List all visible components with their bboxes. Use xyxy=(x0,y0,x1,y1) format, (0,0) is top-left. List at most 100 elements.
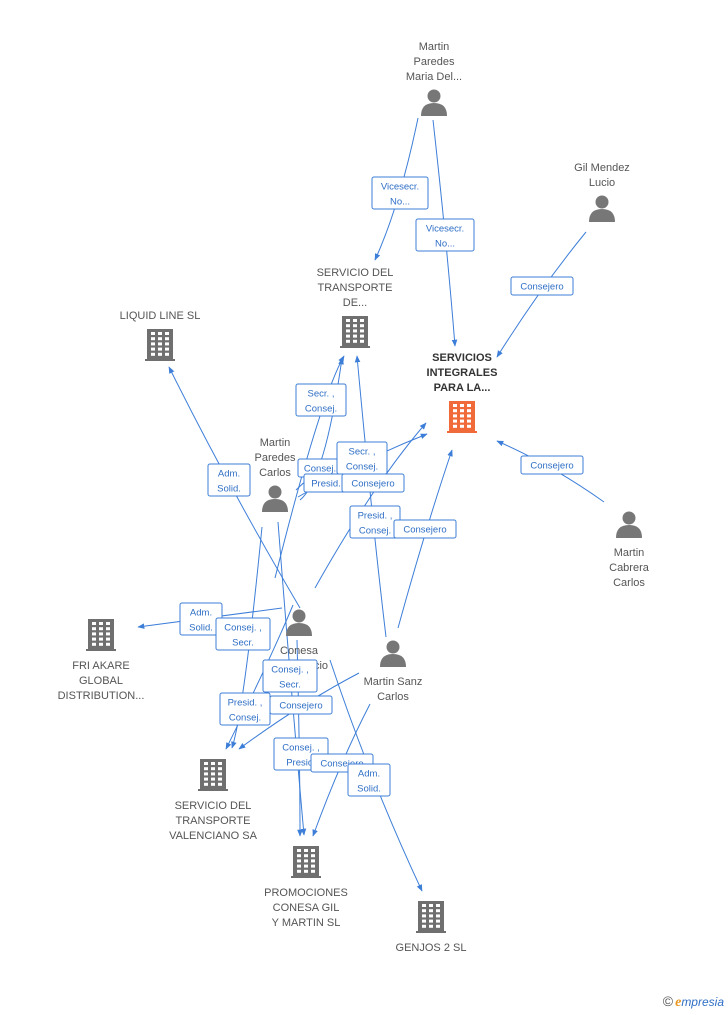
brand-logo-text: mpresia xyxy=(681,995,724,1009)
edge-label-text: Secr. xyxy=(232,638,254,649)
edge-label[interactable]: Consej. , Secr. xyxy=(262,659,318,693)
edge-label-box xyxy=(393,519,457,539)
node-label: Y MARTIN SL xyxy=(272,917,341,929)
edge-label-text: Secr. , xyxy=(349,447,376,458)
building-icon xyxy=(340,316,370,348)
company-node[interactable]: SERVICIO DELTRANSPORTEDE... xyxy=(317,267,394,348)
edge-label-box xyxy=(295,383,347,417)
edge-label-box xyxy=(371,176,429,210)
edge-label[interactable]: Presid. , Consej. xyxy=(349,505,401,539)
edge-label-text: Adm. xyxy=(190,608,212,619)
building-icon xyxy=(447,401,477,433)
node-label: Gil Mendez xyxy=(574,162,630,174)
edge-label-text: Solid. xyxy=(357,784,381,795)
node-label: PROMOCIONES xyxy=(264,887,348,899)
node-label: SERVICIOS xyxy=(432,352,492,364)
edge-label-text: Consejero xyxy=(530,461,573,472)
edge-label-box xyxy=(415,218,475,252)
edge-label[interactable]: Vicesecr. No... xyxy=(415,218,475,252)
edge-line xyxy=(354,355,387,638)
edge-line xyxy=(274,355,345,579)
edge-label-text: No... xyxy=(435,239,455,250)
node-label: INTEGRALES xyxy=(427,367,498,379)
edge-label-text: Secr. xyxy=(279,680,301,691)
brand-logo-e: e xyxy=(675,995,682,1010)
edge-label-text: Adm. xyxy=(218,469,240,480)
edge-label-text: Consejero xyxy=(403,525,446,536)
edge-label[interactable]: Consejero xyxy=(341,473,405,493)
node-label: FRI AKARE xyxy=(72,660,129,672)
edge-label-text: Consej. xyxy=(229,713,261,724)
company-node[interactable]: FRI AKARE GLOBAL DISTRIBUTION... xyxy=(58,619,145,702)
company-node[interactable]: SERVICIOS INTEGRALES PARA LA... xyxy=(427,352,498,433)
person-icon xyxy=(589,195,615,222)
node-label: Carlos xyxy=(613,577,645,589)
node-label: Conesa xyxy=(280,645,319,657)
person-icon xyxy=(286,609,312,636)
edge-label-text: Solid. xyxy=(189,623,213,634)
node-label: GLOBAL xyxy=(79,675,123,687)
edge-label-text: Consejero xyxy=(320,759,363,770)
node-label: Martin Sanz xyxy=(364,676,423,688)
edge-label-text: Consejero xyxy=(520,282,563,293)
edge-label[interactable]: Adm. Solid. xyxy=(207,463,251,497)
edge-label-text: Vicesecr. xyxy=(426,224,464,235)
edge-label[interactable]: Consejero xyxy=(520,455,584,475)
person-icon xyxy=(421,89,447,116)
edge-label[interactable]: Consej. ,Secr. xyxy=(215,617,271,651)
edge-label-text: Vicesecr. xyxy=(381,182,419,193)
edge-label-text: Secr. , xyxy=(308,389,335,400)
node-label: Carlos xyxy=(377,691,409,703)
edge-label-text: Consejero xyxy=(351,479,394,490)
building-icon xyxy=(145,329,175,361)
node-label: Paredes xyxy=(414,56,455,68)
edge-label-text: Solid. xyxy=(217,484,241,495)
node-label: Maria Del... xyxy=(406,71,462,83)
node-label: TRANSPORTE xyxy=(318,282,393,294)
edge-label[interactable]: Vicesecr.No... xyxy=(371,176,429,210)
node-label: PARA LA... xyxy=(434,382,491,394)
edge-label-text: Presid. , xyxy=(358,511,393,522)
edge-label[interactable]: Presid. xyxy=(303,473,349,493)
person-icon xyxy=(380,640,406,667)
edge-label-text: Consej. , xyxy=(282,743,320,754)
edge-label-text: Consej. xyxy=(304,464,336,475)
edge-label[interactable]: Adm. Solid. xyxy=(347,763,391,797)
edge-label[interactable]: Consejero xyxy=(269,695,333,715)
edge-label-text: Presid. xyxy=(286,758,316,769)
building-icon xyxy=(86,619,116,651)
edge-label[interactable]: Consejero xyxy=(393,519,457,539)
edge-label[interactable]: Secr. ,Consej. xyxy=(336,441,388,475)
node-label: Lucio xyxy=(589,177,615,189)
edge-label[interactable]: Secr. ,Consej. xyxy=(295,383,347,417)
building-icon xyxy=(416,901,446,933)
building-icon xyxy=(198,759,228,791)
company-node[interactable]: GENJOS 2 SL xyxy=(396,901,467,954)
edge-label-text: Presid. xyxy=(311,479,341,490)
node-label: Martin xyxy=(419,41,450,53)
edge-label[interactable]: Presid. ,Consej. xyxy=(219,692,271,726)
node-label: LIQUID LINE SL xyxy=(120,310,201,322)
edge-label-text: Consej. xyxy=(359,526,391,537)
edge-label[interactable]: Consejero xyxy=(510,276,574,296)
edge-labels-layer: Vicesecr.No...Vicesecr.No...ConsejeroCon… xyxy=(179,176,584,797)
node-label: Martin xyxy=(614,547,645,559)
edge-label-box xyxy=(341,473,405,493)
node-label: VALENCIANO SA xyxy=(169,830,257,842)
company-node[interactable]: LIQUID LINE SL xyxy=(120,310,201,361)
node-label: SERVICIO DEL xyxy=(317,267,394,279)
edge-label-text: Adm. xyxy=(358,769,380,780)
node-label: Paredes xyxy=(255,452,296,464)
edge-label-text: Consej. , xyxy=(271,665,309,676)
edge-label-box xyxy=(215,617,271,651)
node-label: SERVICIO DEL xyxy=(175,800,252,812)
node-label: DISTRIBUTION... xyxy=(58,690,145,702)
building-icon xyxy=(291,846,321,878)
